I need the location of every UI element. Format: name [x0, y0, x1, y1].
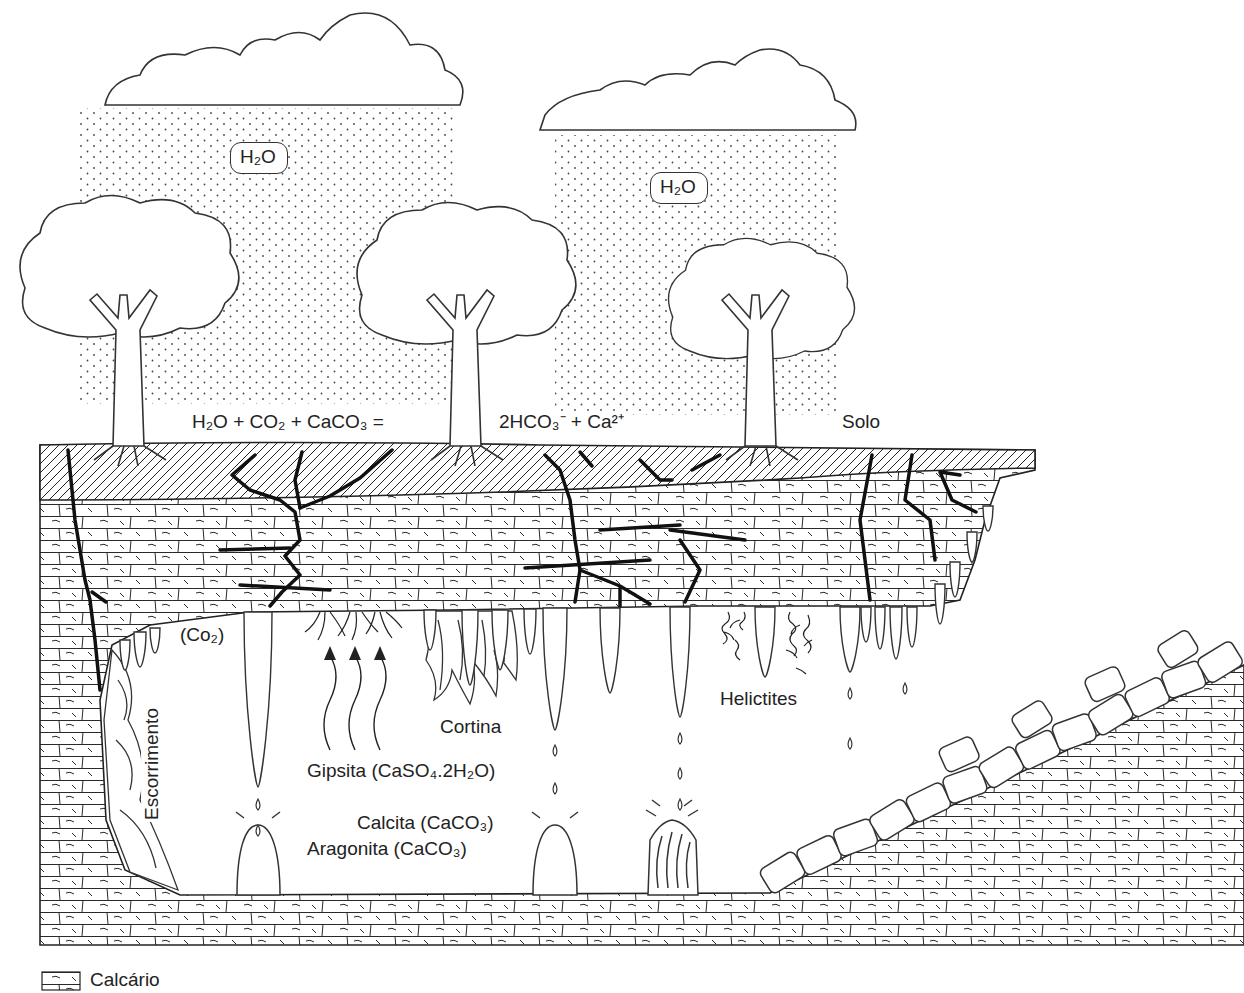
- water-drop: [678, 799, 682, 810]
- rock-block: [1010, 699, 1054, 740]
- water-drop: [553, 745, 557, 756]
- equation: H₂O + CO₂ + CaCO₃ =: [190, 411, 386, 433]
- legend-swatch: [42, 972, 80, 990]
- stalactite: [600, 608, 620, 693]
- stalactite: [543, 608, 567, 730]
- stalactite: [890, 607, 902, 659]
- gas-label: (Co₂): [178, 624, 226, 646]
- helictite-label: Helictites: [718, 688, 799, 710]
- stalactite: [950, 562, 960, 597]
- water-drop: [848, 688, 852, 699]
- stalactite: [840, 607, 860, 672]
- stalactite: [524, 609, 536, 654]
- stalactite: [150, 628, 160, 653]
- stalactite: [967, 532, 977, 562]
- stalactite: [907, 607, 917, 647]
- water-drop: [553, 783, 557, 794]
- water-box: H₂O: [230, 142, 288, 174]
- stalactite: [875, 607, 885, 649]
- stalactite: [983, 506, 993, 531]
- equation: 2HCO₃⁻ + Ca²⁺: [497, 411, 626, 433]
- stalactite: [670, 607, 690, 717]
- flowstone-label: Escorrimento: [141, 706, 163, 822]
- water-box: H₂O: [650, 172, 708, 204]
- water-drop: [678, 733, 682, 744]
- stalactite: [935, 584, 945, 624]
- stalactite: [861, 607, 871, 642]
- stalactite: [134, 632, 146, 667]
- mineral-label: Calcita (CaCO₃): [355, 812, 496, 834]
- water-label: H₂O: [660, 176, 698, 198]
- rock-block: [937, 735, 980, 773]
- stalactite: [492, 610, 508, 670]
- rock-block: [1083, 665, 1126, 703]
- water-drop: [678, 768, 682, 779]
- mineral-label: Gipsita (CaSO₄.2H₂O): [305, 760, 497, 782]
- mineral-label: Aragonita (CaCO₃): [305, 838, 469, 860]
- water-drop: [848, 738, 852, 749]
- water-label: H₂O: [240, 146, 278, 168]
- stalactite: [755, 607, 775, 677]
- stalactite: [462, 610, 478, 685]
- stalactite: [244, 612, 272, 787]
- legend-text: Calcário: [88, 969, 162, 991]
- legend-swatch: [42, 972, 80, 990]
- rock-block: [1156, 629, 1200, 670]
- water-drop: [256, 825, 260, 836]
- water-drop: [903, 683, 907, 694]
- stalactite: [424, 610, 436, 650]
- soil-label: Solo: [840, 411, 882, 433]
- water-drop: [256, 799, 260, 810]
- curtain-label: Cortina: [438, 716, 503, 738]
- stalactite: [120, 640, 130, 670]
- rock-block: [1196, 640, 1244, 685]
